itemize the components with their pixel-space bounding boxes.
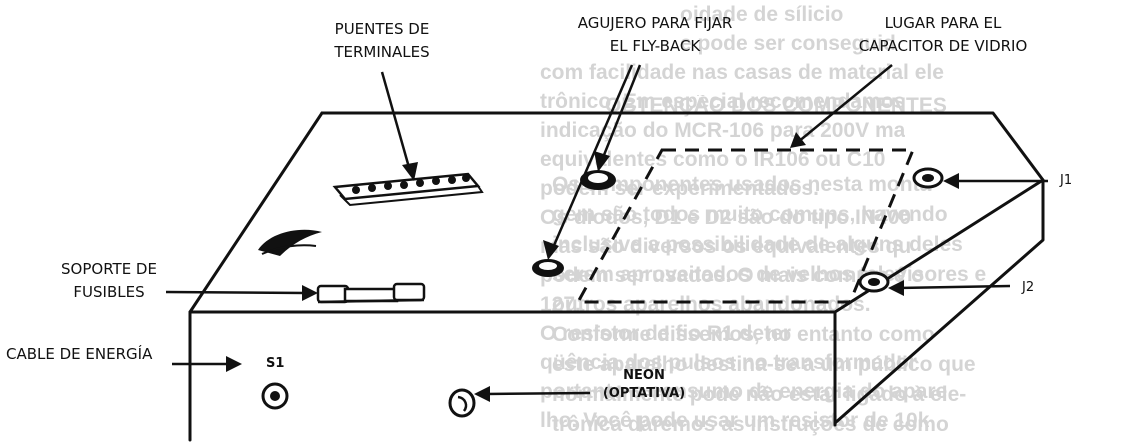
arrow-neon <box>485 391 591 396</box>
background-text-line: O resistor de fio R1 deter <box>540 323 791 345</box>
label-puentes: PUENTES DE TERMINALES <box>312 18 452 64</box>
arrow-capacitor <box>797 64 893 143</box>
label-soporte: SOPORTE DE FUSIBLES <box>44 258 174 304</box>
background-text-line: trônico. Em especial recomendamos <box>540 91 906 113</box>
label-cable: CABLE DE ENERGÍA <box>6 345 153 363</box>
background-text-line: e pode ser conseguid <box>680 33 896 55</box>
arrow-fuse <box>165 290 307 295</box>
background-text-line: mas são diversos os equivalentes qu <box>540 236 912 258</box>
capacitor-location-dashed <box>575 148 916 304</box>
label-j2: J2 <box>1022 280 1035 295</box>
label-lugar: LUGAR PARA EL CAPACITOR DE VIDRIO <box>838 12 1048 58</box>
fuse-holder <box>316 282 426 304</box>
background-text-line: outros aparelhos abandonados. <box>552 294 871 316</box>
jack-j2 <box>858 271 890 293</box>
label-neon-line1: NEON <box>623 368 665 383</box>
label-soporte-line2: FUSIBLES <box>73 283 145 301</box>
background-text-line: este aparelho destina-se a um público qu… <box>552 354 976 376</box>
background-text-line: lho. Você pode usar um resistor de 10k <box>540 410 930 432</box>
background-text-line: oidade de sílicio <box>680 4 844 26</box>
label-s1: S1 <box>266 356 285 371</box>
arrow-j2 <box>897 284 1011 290</box>
background-text-line: gem são todos muito comuns, havendo <box>552 204 948 226</box>
terminal-bridges <box>332 172 484 207</box>
background-text-line: com facilidade nas casas de material ele <box>540 62 944 84</box>
label-agujero-line1: AGUJERO PARA FIJAR <box>577 14 733 32</box>
flyback-hole-upper <box>580 170 616 190</box>
background-text-line: trônica daremos as instruções de como <box>552 414 949 436</box>
label-agujero-line2: EL FLY-BACK <box>609 37 701 55</box>
background-text-line: normalmente pode não estar ligado à ele- <box>552 384 967 406</box>
background-text-line: portanto o consumo de energia do apare <box>540 381 948 403</box>
background-text-line: OBTENÇÃO DOS COMPONENTES <box>605 95 947 117</box>
background-text-line: qüência dos pulsos no transformador <box>540 352 917 374</box>
background-text-line: 127. <box>540 294 581 316</box>
background-text-line: inclusive a possibilidade de alguns dele… <box>552 234 963 256</box>
label-neon-line2: (OPTATIVA) <box>602 386 686 401</box>
arrow-terminales <box>380 71 412 172</box>
flyback-hole-lower <box>532 259 564 277</box>
arrow-flyback-lower <box>550 64 634 251</box>
chassis-front-edge <box>188 111 324 442</box>
label-puentes-line1: PUENTES DE <box>334 20 430 38</box>
background-text-line: Os componentes usados nesta monta- <box>552 174 939 196</box>
label-soporte-line1: SOPORTE DE <box>61 260 157 278</box>
label-neon: NEON (OPTATIVA) <box>592 367 696 403</box>
switch-s1 <box>261 382 289 410</box>
label-puentes-line2: TERMINALES <box>334 43 430 61</box>
background-text-line: Os diodos, D1 e D2 são do tipo IN400 <box>540 207 912 229</box>
neon-lamp <box>448 388 476 418</box>
jack-j1 <box>912 167 944 189</box>
background-text-line: Conforme dissemos, no entanto como <box>552 324 935 346</box>
label-lugar-line1: LUGAR PARA EL <box>884 14 1002 32</box>
label-agujero: AGUJERO PARA FIJAR EL FLY-BACK <box>555 12 755 58</box>
label-j1: J1 <box>1060 173 1073 188</box>
arrow-flyback-upper <box>600 64 642 161</box>
label-lugar-line2: CAPACITOR DE VIDRIO <box>858 37 1028 55</box>
